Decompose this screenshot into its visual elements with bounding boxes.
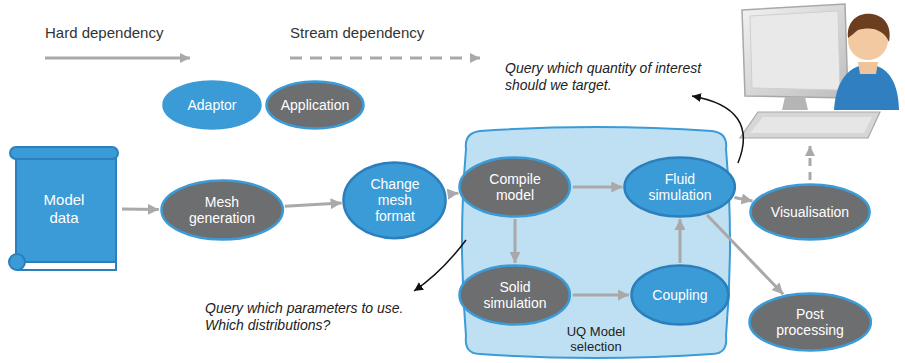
legend-label: Adaptor: [187, 97, 236, 113]
application-ellipse: Mesh generation: [160, 179, 284, 241]
application-ellipse: Post processing: [748, 292, 872, 352]
hard-dependency-arrow: [448, 193, 458, 194]
adaptor-ellipse: Fluid simulation: [623, 156, 736, 218]
hard-dependency-arrow: [734, 197, 752, 200]
legend-label: Hard dependency: [45, 24, 163, 41]
application-ellipse: Solid simulation: [458, 264, 571, 326]
query-leader-arrow: [692, 96, 743, 163]
legend-swatch: [267, 82, 364, 129]
legend-swatch: [164, 82, 261, 129]
query-note: Query which parameters to use. Which dis…: [205, 300, 420, 334]
application-ellipse: Compile model: [458, 156, 571, 218]
stream-dependency-sample: [290, 57, 480, 60]
computer-user-illustration: [740, 4, 899, 138]
hard-dependency-sample: [45, 57, 190, 60]
query-note: Query which quantity of interest should …: [505, 60, 705, 94]
node-label: Fluid simulation: [644, 171, 716, 203]
node-label: Compile model: [479, 171, 551, 203]
legend-item: Application: [265, 80, 365, 130]
node-label: Model data: [29, 191, 99, 226]
application-ellipse: Visualisation: [749, 183, 871, 241]
node-label: Mesh generation: [182, 194, 262, 226]
data-scroll: Model data: [8, 145, 120, 272]
stream-dependency-arrow: [809, 146, 812, 180]
node-label: Change mesh format: [362, 176, 428, 224]
legend-item: Adaptor: [162, 80, 262, 130]
hard-dependency-arrow: [678, 219, 681, 263]
uq-region: UQ Model selection Compile model Fluid sim…: [462, 127, 730, 358]
node-label: Post processing: [770, 306, 850, 338]
hard-dependency-arrow: [122, 208, 159, 211]
region-label: UQ Model selection: [546, 325, 646, 355]
node-label: Solid simulation: [479, 279, 551, 311]
node-label: Visualisation: [771, 204, 849, 220]
adaptor-ellipse: Change mesh format: [342, 161, 447, 240]
legend-label: Stream dependency: [290, 24, 424, 41]
node-label: Coupling: [652, 287, 707, 303]
query-leader-arrow: [414, 240, 466, 291]
hard-dependency-arrow: [573, 294, 629, 297]
hard-dependency-arrow: [285, 203, 342, 206]
adaptor-ellipse: Coupling: [630, 264, 730, 326]
legend-label: Application: [281, 97, 350, 113]
hard-dependency-arrow: [573, 186, 623, 189]
hard-dependency-arrow: [514, 219, 517, 263]
